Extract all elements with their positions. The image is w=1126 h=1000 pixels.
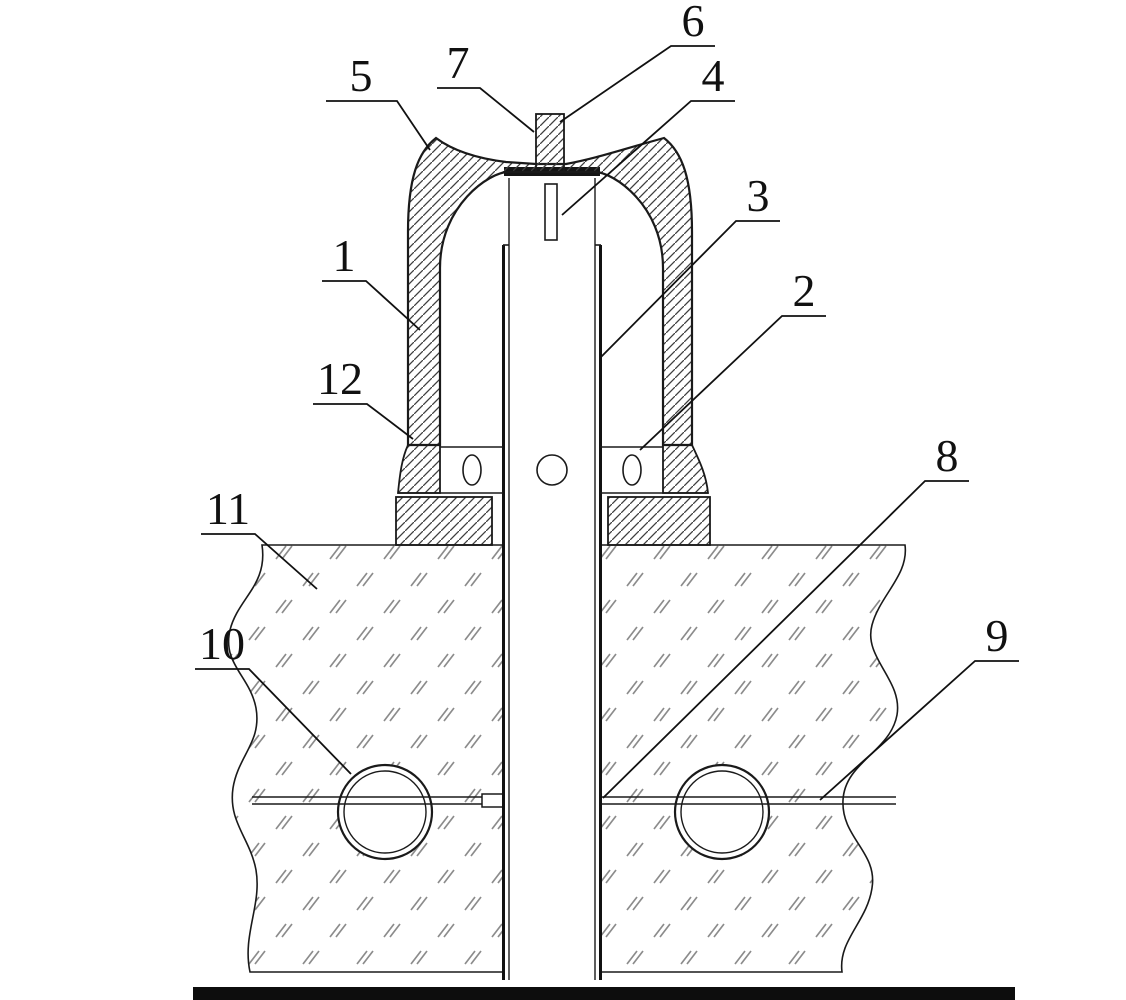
part-label-4: 4 [561,50,735,216]
part-number-3: 3 [747,170,770,221]
leader-line-3 [600,220,780,358]
dome-foot-left [397,444,441,494]
part-number-5: 5 [350,50,373,101]
part-number-9: 9 [986,610,1009,661]
leader-line-1 [322,280,421,331]
leader-line-11 [201,533,318,590]
base-block-left [395,496,493,546]
part-number-6: 6 [682,0,705,46]
base-ball-center [536,454,568,486]
part-label-10: 10 [195,618,352,775]
part-label-9: 9 [819,610,1019,801]
leader-line-8 [602,480,969,799]
pipe-bore-left-inner [343,770,427,854]
part-number-12: 12 [317,353,363,404]
leader-line-6 [559,45,715,123]
part-labels: 1 2 3 4 5 6 7 8 [195,0,1019,801]
leader-line-7 [437,87,535,133]
dome-wall-section [406,136,694,447]
part-number-7: 7 [447,37,470,88]
part-label-5: 5 [326,50,431,151]
bottom-scan-bar [193,987,1015,1000]
inner-slot [544,183,558,241]
part-number-8: 8 [936,430,959,481]
leader-line-10 [195,668,352,775]
part-label-1: 1 [322,230,421,331]
dome-housing [395,113,711,546]
tube-interior [502,166,602,982]
pipe-bore-right [673,763,771,861]
part-number-11: 11 [206,483,250,534]
part-label-11: 11 [201,483,318,590]
part-label-2: 2 [639,265,826,451]
part-number-2: 2 [793,265,816,316]
part-label-7: 7 [437,37,535,133]
pipe-bore-left [336,763,434,861]
horizontal-pipe-assembly [252,763,896,861]
part-label-6: 6 [559,0,715,123]
top-pin [535,113,565,173]
part-label-3: 3 [600,170,780,358]
leader-line-9 [819,660,1019,801]
pipe-bore-right-inner [680,770,764,854]
base-block-right [607,496,711,546]
pipe-connector [481,793,504,808]
central-tube [502,166,602,982]
part-label-12: 12 [313,353,414,440]
base-bolt-right [622,454,642,486]
part-number-1: 1 [333,230,356,281]
part-number-4: 4 [702,50,725,101]
part-number-10: 10 [199,618,245,669]
leader-line-5 [326,100,431,151]
leader-line-2 [639,315,826,451]
part-label-8: 8 [602,430,969,799]
base-bolt-left [462,454,482,486]
leader-line-12 [313,403,414,440]
leader-line-4 [561,100,735,216]
